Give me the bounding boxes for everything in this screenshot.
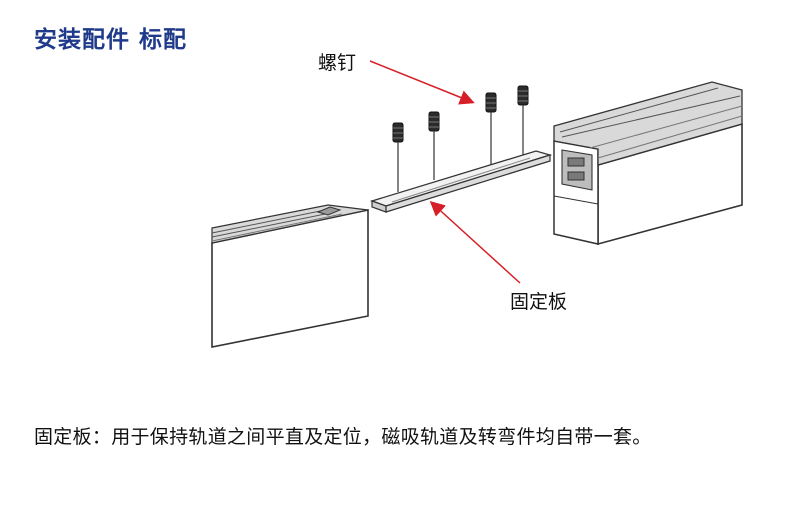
fixing-plate [369, 150, 553, 213]
plate-arrow [429, 200, 521, 284]
screw-arrow [369, 60, 475, 105]
right-track [553, 81, 743, 246]
screw-4 [517, 85, 529, 155]
left-track [211, 204, 369, 348]
screw-1 [392, 122, 404, 192]
screws [392, 85, 529, 192]
screw-3 [485, 92, 497, 165]
page-title: 安装配件 标配 [34, 27, 188, 53]
plate-label: 固定板 [510, 291, 568, 313]
screw-label: 螺钉 [318, 52, 357, 74]
caption-text: 固定板：用于保持轨道之间平直及定位，磁吸轨道及转弯件均自带一套。 [34, 426, 652, 448]
screw-2 [428, 111, 440, 180]
